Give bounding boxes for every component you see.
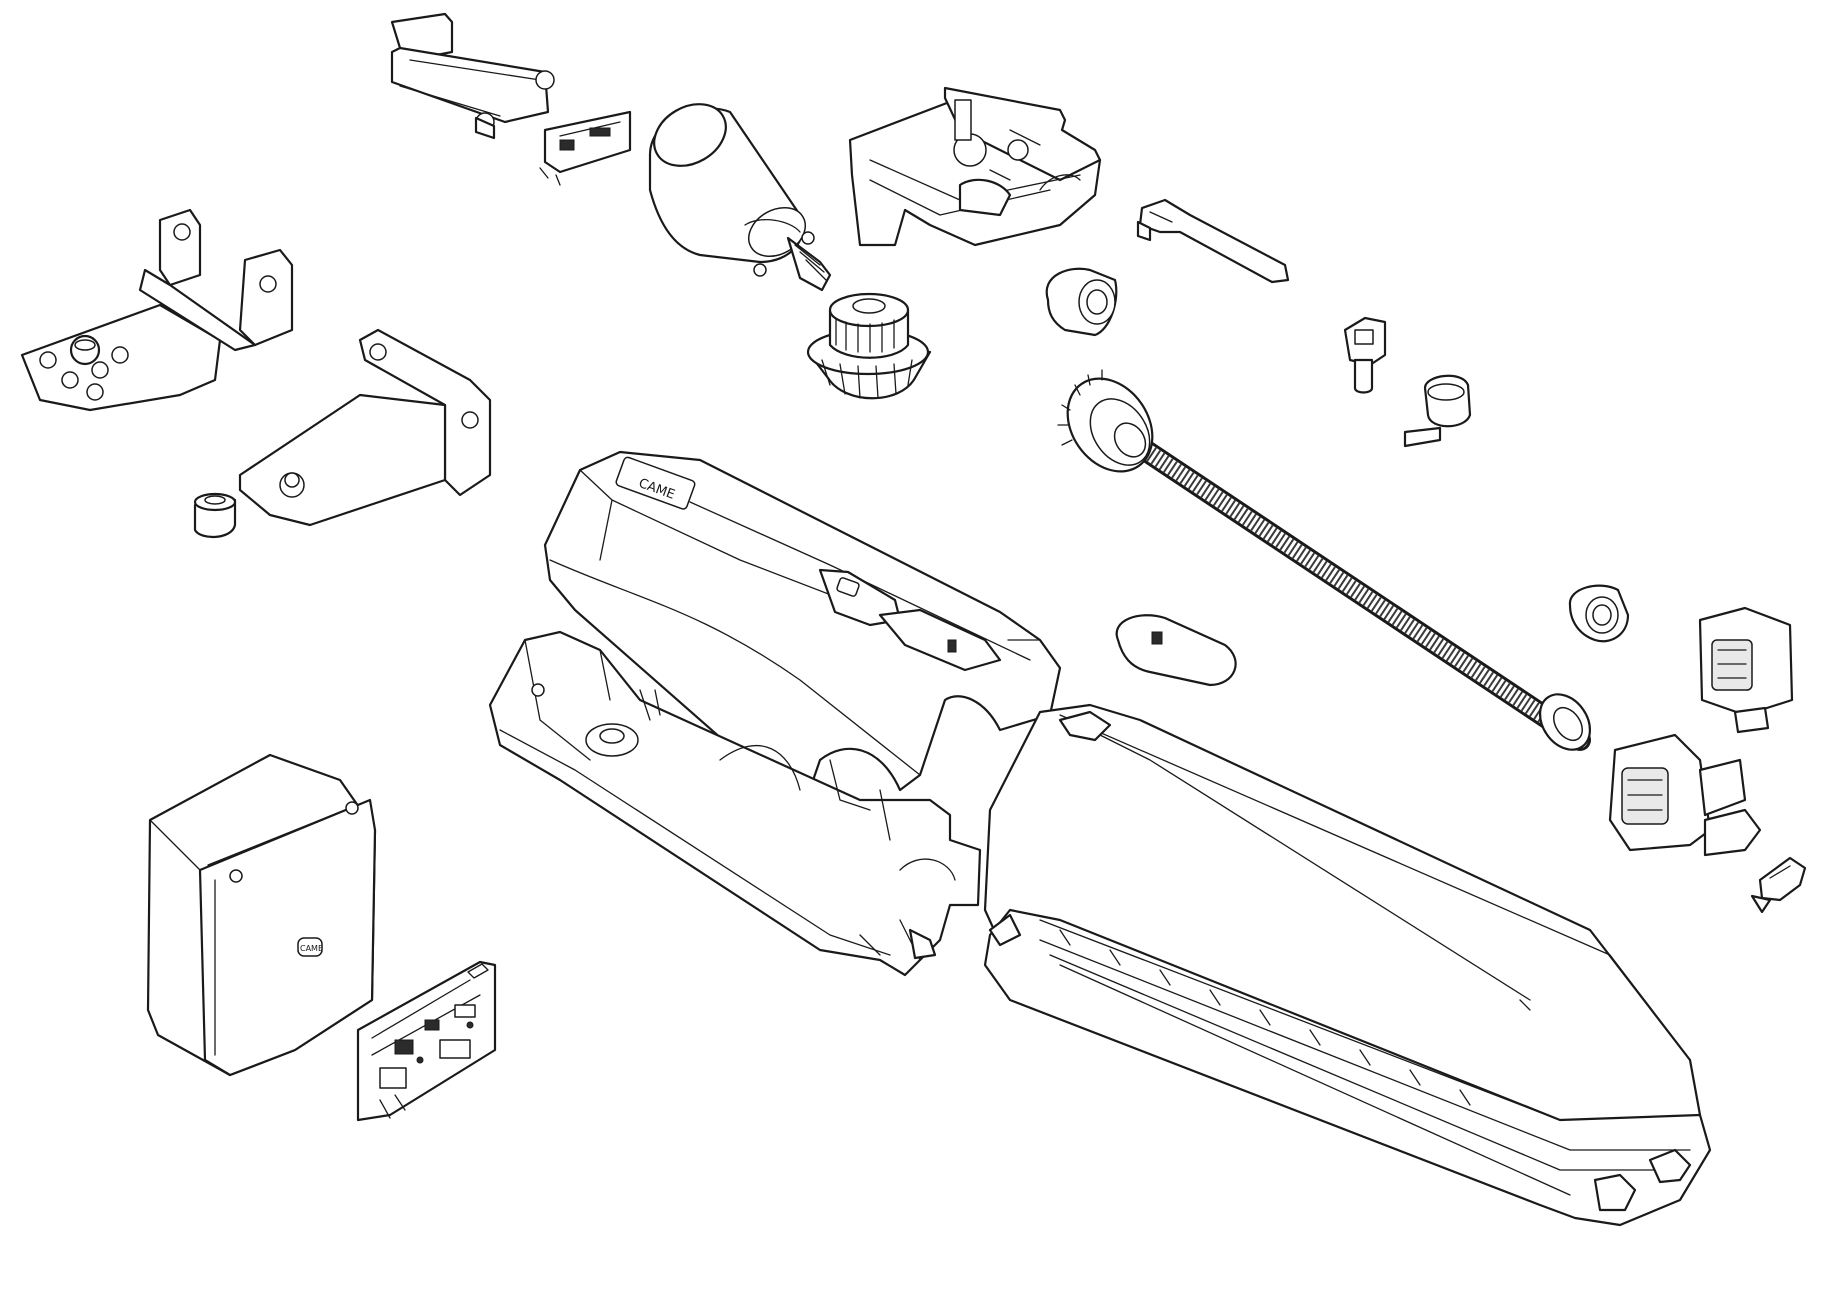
release-cylinder xyxy=(1403,374,1472,448)
wall-bracket xyxy=(20,208,294,412)
upper-cover: CAME xyxy=(543,450,1062,797)
motor xyxy=(648,103,832,292)
control-board xyxy=(356,960,497,1122)
small-clip xyxy=(1750,856,1807,914)
lower-housing xyxy=(488,630,982,977)
encoder-board xyxy=(539,110,632,186)
rubber-cap xyxy=(1115,614,1237,687)
gear-wheel xyxy=(806,292,932,400)
lower-collar xyxy=(1568,584,1630,643)
release-key xyxy=(1343,316,1387,394)
gearbox-housing xyxy=(848,86,1102,247)
post-bracket xyxy=(238,328,492,527)
release-lever xyxy=(1136,198,1290,284)
screw-nut xyxy=(1538,693,1762,857)
locking-collar xyxy=(1045,267,1118,337)
bushing-nut xyxy=(193,492,237,538)
lead-screw xyxy=(1057,369,1591,751)
control-box: CAME xyxy=(146,753,377,1077)
hinge-plate xyxy=(390,12,555,140)
actuator-arm xyxy=(983,703,1712,1227)
nut-bracket xyxy=(1698,606,1794,734)
control-box-logo: CAME xyxy=(300,944,323,953)
